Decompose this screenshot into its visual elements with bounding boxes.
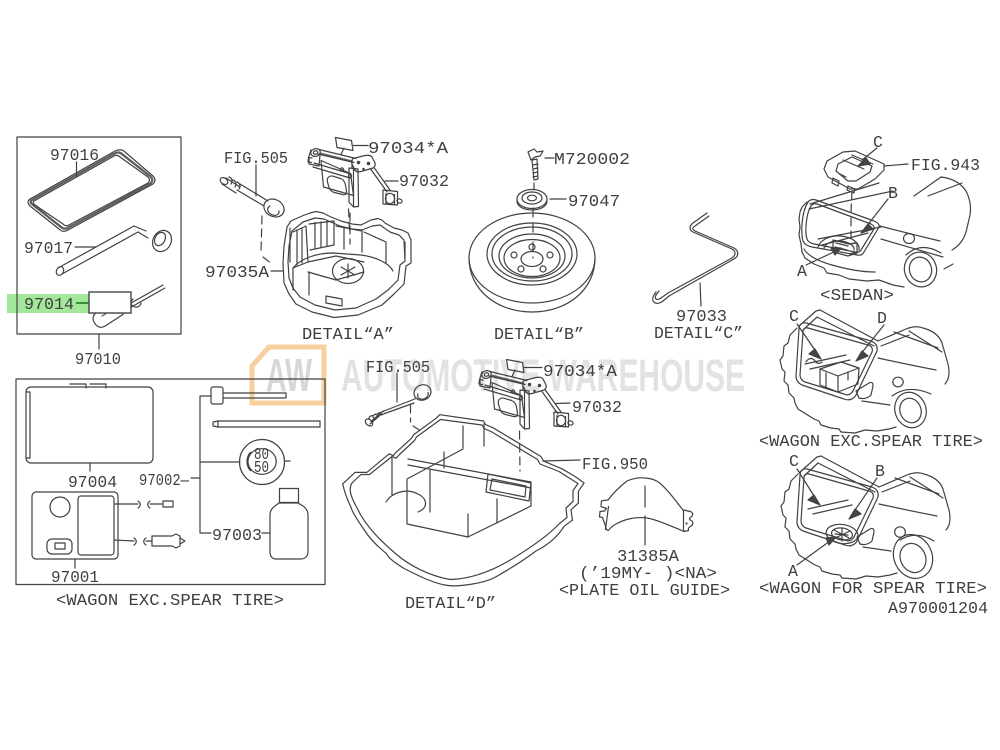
svg-text:97001: 97001 [51, 568, 99, 587]
svg-text:DETAIL“D”: DETAIL“D” [405, 594, 496, 613]
svg-text:AW: AW [266, 349, 312, 401]
svg-text:FIG.505: FIG.505 [366, 358, 430, 377]
svg-text:C: C [789, 307, 799, 326]
svg-text:31385A: 31385A [617, 547, 679, 566]
svg-text:A970001204: A970001204 [888, 599, 988, 618]
svg-text:<WAGON EXC.SPEAR TIRE>: <WAGON EXC.SPEAR TIRE> [759, 432, 983, 451]
svg-text:<WAGON FOR SPEAR TIRE>: <WAGON FOR SPEAR TIRE> [759, 579, 987, 598]
svg-text:FIG.950: FIG.950 [582, 455, 648, 474]
svg-text:97002—: 97002— [139, 471, 189, 490]
svg-text:C: C [873, 133, 883, 152]
svg-text:97014: 97014 [24, 295, 74, 314]
svg-text:97047: 97047 [568, 192, 620, 211]
svg-text:<SEDAN>: <SEDAN> [820, 286, 894, 305]
svg-text:97034*A: 97034*A [543, 362, 617, 381]
svg-text:DETAIL“B”: DETAIL“B” [494, 325, 584, 344]
svg-text:FIG.505: FIG.505 [224, 149, 288, 168]
svg-text:B: B [875, 462, 885, 481]
svg-text:97004: 97004 [68, 473, 117, 492]
svg-text:97034*A: 97034*A [368, 139, 448, 158]
svg-text:80: 80 [254, 445, 269, 464]
svg-text:<PLATE OIL GUIDE>: <PLATE OIL GUIDE> [559, 581, 730, 600]
svg-text:C: C [789, 452, 799, 471]
svg-text:(’19MY- )<NA>: (’19MY- )<NA> [579, 564, 717, 583]
svg-text:97032: 97032 [572, 398, 622, 417]
svg-text:A: A [788, 562, 798, 581]
svg-text:<WAGON EXC.SPEAR TIRE>: <WAGON EXC.SPEAR TIRE> [56, 591, 284, 610]
svg-text:M720002: M720002 [554, 150, 630, 169]
svg-text:97035A: 97035A [205, 263, 269, 282]
svg-text:DETAIL“A”: DETAIL“A” [302, 325, 394, 344]
svg-text:B: B [888, 184, 898, 203]
svg-text:97016: 97016 [50, 146, 99, 165]
svg-text:FIG.943: FIG.943 [911, 156, 980, 175]
svg-text:97033: 97033 [676, 307, 727, 326]
svg-text:97003: 97003 [212, 526, 262, 545]
svg-text:97010: 97010 [75, 350, 121, 369]
svg-text:A: A [797, 262, 807, 281]
svg-text:50: 50 [254, 458, 269, 477]
svg-text:97032: 97032 [399, 172, 449, 191]
svg-text:DETAIL“C”: DETAIL“C” [654, 324, 743, 343]
svg-text:97017: 97017 [24, 239, 73, 258]
svg-text:D: D [877, 309, 887, 328]
